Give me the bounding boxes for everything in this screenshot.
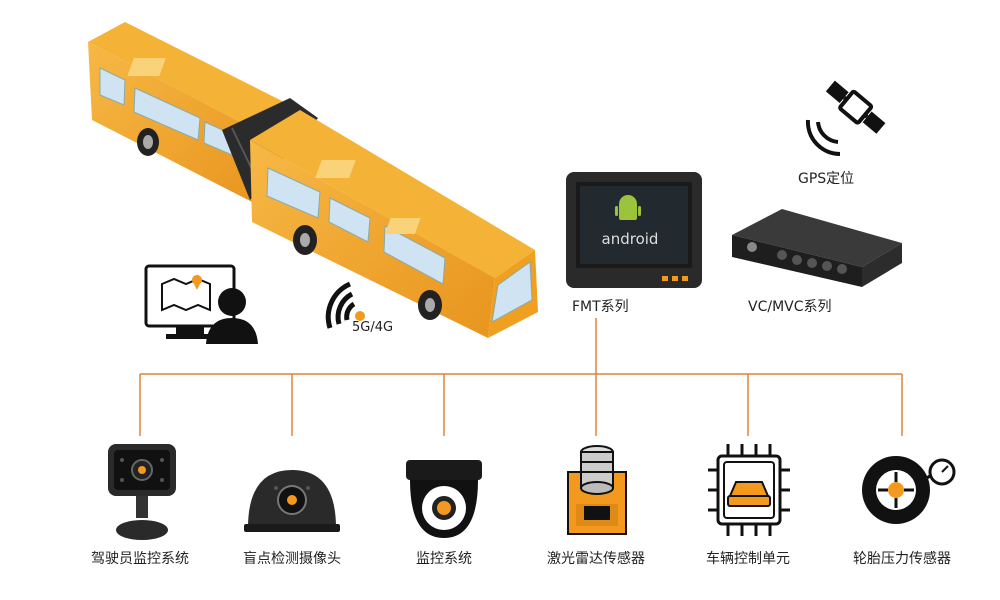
- device-label-blind-spot: 盲点检测摄像头: [243, 551, 341, 567]
- operator-workstation-icon: [144, 264, 258, 344]
- fmt-tablet-icon: [566, 172, 702, 288]
- fmt-label: FMT系列: [572, 299, 629, 315]
- network-label: 5G/4G: [352, 320, 394, 335]
- android-text: android: [601, 230, 659, 248]
- device-label-driver-monitor: 驾驶员监控系统: [91, 551, 189, 567]
- signal-icon: [325, 281, 365, 329]
- vc-recorder-icon: [732, 209, 902, 287]
- device-label-monitoring: 监控系统: [416, 551, 472, 567]
- device-label-tire-pressure: 轮胎压力传感器: [853, 551, 951, 567]
- driver-monitor-camera-icon: [108, 444, 176, 540]
- device-label-lidar: 激光雷达传感器: [547, 551, 645, 567]
- vehicle-control-unit-icon: [708, 444, 790, 536]
- tire-pressure-sensor-icon: [862, 456, 956, 524]
- blind-spot-camera-icon: [244, 470, 340, 532]
- device-label-vehicle-control: 车辆控制单元: [706, 551, 790, 567]
- dome-camera-icon: [406, 460, 482, 538]
- gps-label: GPS定位: [798, 171, 855, 187]
- satellite-icon: [805, 80, 886, 157]
- vc-label: VC/MVC系列: [748, 299, 832, 315]
- lidar-sensor-icon: [567, 445, 627, 535]
